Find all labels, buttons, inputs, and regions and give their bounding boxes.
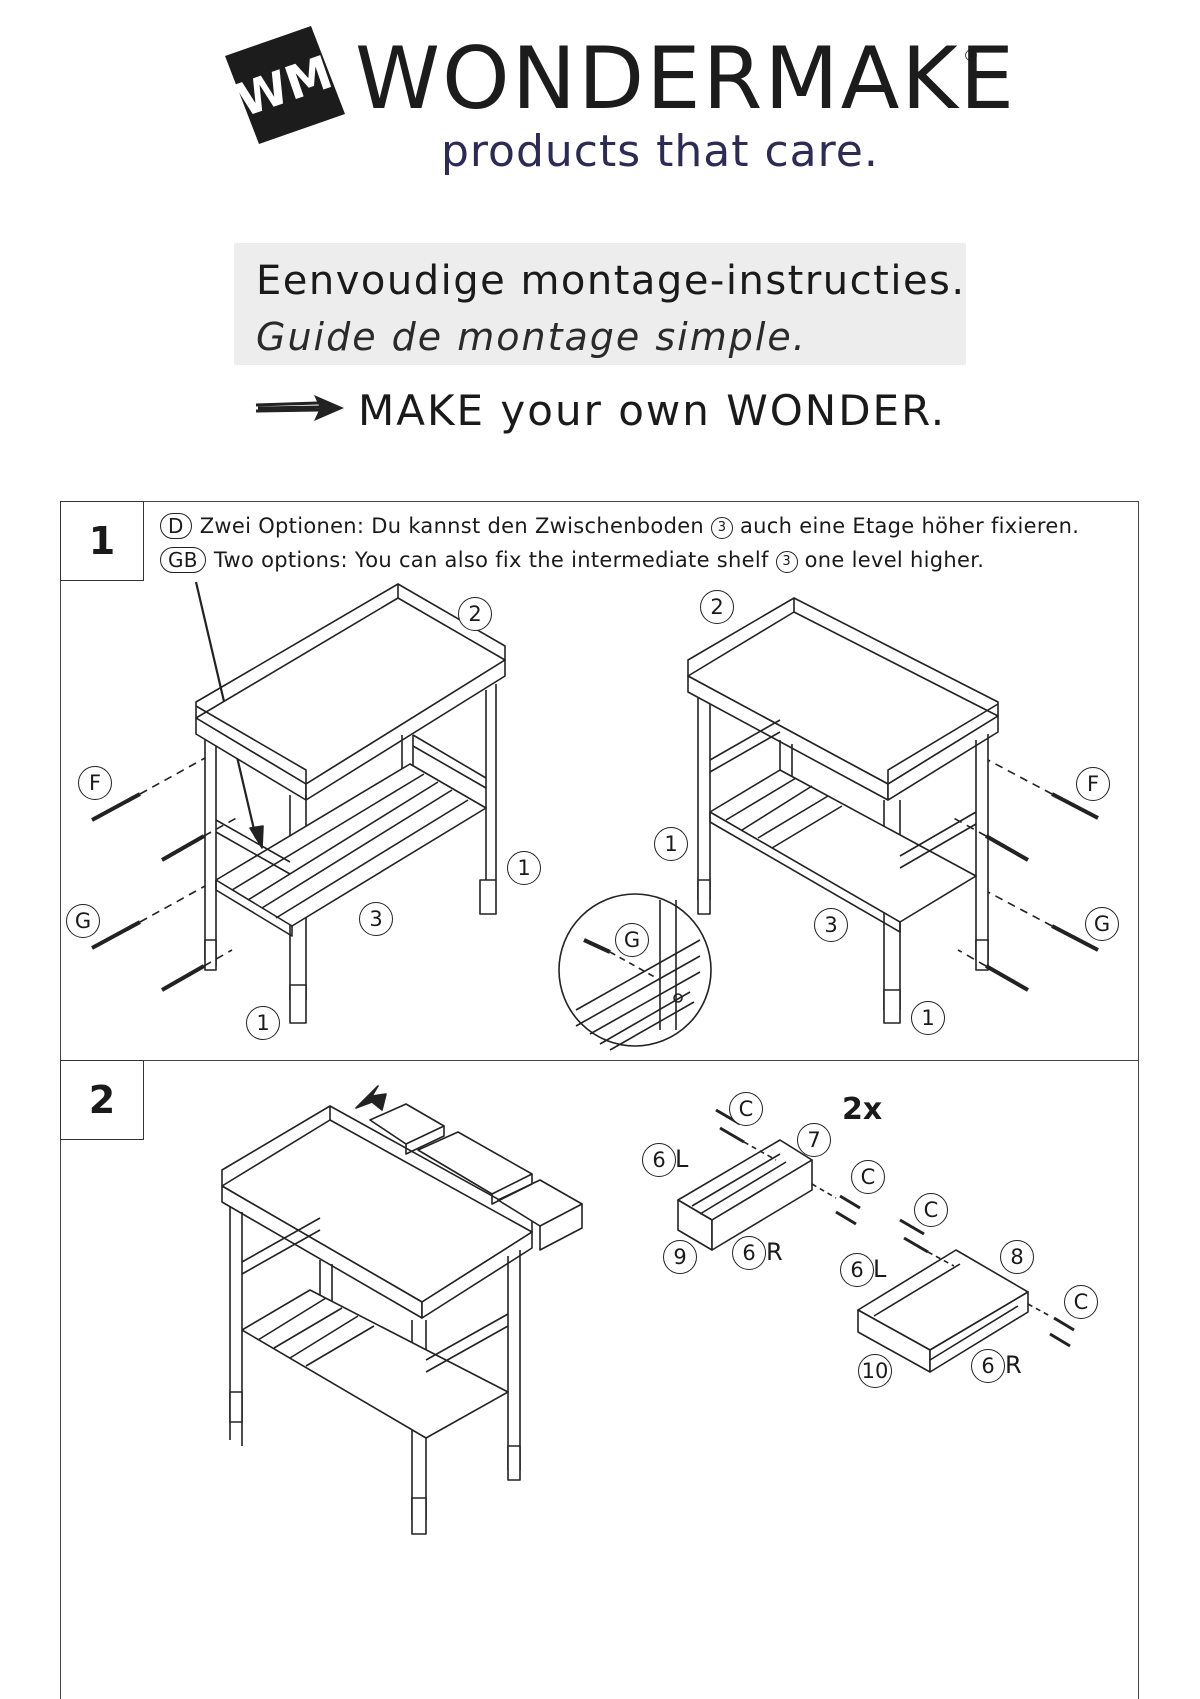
left-part-top-label: 2	[458, 597, 492, 631]
table-step2-drawing	[222, 1086, 582, 1534]
drawer-small-screw-right-label: C	[851, 1160, 885, 1194]
brand-name: WONDERMAKE	[355, 29, 1017, 129]
quantity-2x: 2x	[842, 1092, 883, 1127]
right-bolt-f-label: F	[1076, 767, 1110, 801]
note-english: GB Two options: You can also fix the inte…	[160, 547, 984, 573]
drawer-large-screw-right-label: C	[1064, 1285, 1098, 1319]
note-german: D Zwei Optionen: Du kannst den Zwischenbo…	[160, 513, 1079, 539]
tagline: products that care.	[441, 126, 879, 177]
table-left-drawing	[92, 582, 505, 1023]
left-part-shelf-label: 3	[359, 902, 393, 936]
table-right-drawing	[688, 598, 1098, 1023]
drawer-small-side-left-suffix: L	[675, 1145, 689, 1173]
arrow-icon	[255, 395, 344, 421]
drawer-large-screw-top-label: C	[914, 1193, 948, 1227]
title-box	[234, 243, 966, 365]
registered-mark: ®	[963, 46, 979, 65]
drawer-small-side-right-label: 6	[732, 1236, 766, 1270]
drawer-large-side-right-label: 6	[971, 1349, 1005, 1383]
part-ref-3: 3	[711, 517, 734, 539]
lang-badge-gb: GB	[160, 547, 206, 573]
left-bolt-f-label: F	[78, 766, 112, 800]
right-bolt-g-label: G	[1085, 907, 1119, 941]
right-part-leg-label: 1	[654, 827, 688, 861]
title-dutch: Eenvoudige montage-instructies.	[256, 258, 966, 304]
slogan: MAKE your own WONDER.	[358, 386, 947, 435]
detail-circle-drawing	[559, 894, 711, 1050]
step-1-number: 1	[60, 501, 144, 581]
lang-badge-de: D	[160, 513, 192, 539]
step-divider	[60, 1060, 1138, 1061]
wondermake-logo: WM	[225, 26, 345, 144]
step-2-number: 2	[60, 1060, 144, 1140]
drawer-large-side-left-label: 6	[840, 1253, 874, 1287]
drawer-large-side-right-suffix: R	[1005, 1351, 1022, 1379]
drawer-small-front-label: 7	[797, 1123, 831, 1157]
note-de-text-before: Zwei Optionen: Du kannst den Zwischenbod…	[199, 514, 705, 538]
detail-bolt-g-label: G	[615, 923, 649, 957]
right-part-top-label: 2	[700, 590, 734, 624]
note-gb-text-before: Two options: You can also fix the interm…	[213, 548, 769, 572]
drawer-small-bottom-label: 9	[663, 1240, 697, 1274]
title-french: Guide de montage simple.	[256, 315, 807, 359]
drawer-small-side-left-label: 6	[642, 1143, 676, 1177]
drawer-small-side-right-suffix: R	[766, 1238, 783, 1266]
left-bolt-g-label: G	[66, 904, 100, 938]
drawer-large-side-left-suffix: L	[873, 1255, 887, 1283]
right-part-leg-front-label: 1	[911, 1001, 945, 1035]
drawer-small-screw-top-label: C	[729, 1092, 763, 1126]
left-part-leg-front-label: 1	[246, 1006, 280, 1040]
drawer-large-front-label: 8	[1000, 1240, 1034, 1274]
left-part-leg-label: 1	[507, 851, 541, 885]
part-ref-3: 3	[775, 551, 798, 573]
note-de-text-after: auch eine Etage höher fixieren.	[740, 514, 1080, 538]
drawer-large-drawing	[858, 1220, 1074, 1372]
drawer-large-bottom-label: 10	[858, 1354, 892, 1388]
right-part-shelf-label: 3	[814, 908, 848, 942]
drawer-small-drawing	[678, 1110, 860, 1250]
note-gb-text-after: one level higher.	[804, 548, 985, 572]
